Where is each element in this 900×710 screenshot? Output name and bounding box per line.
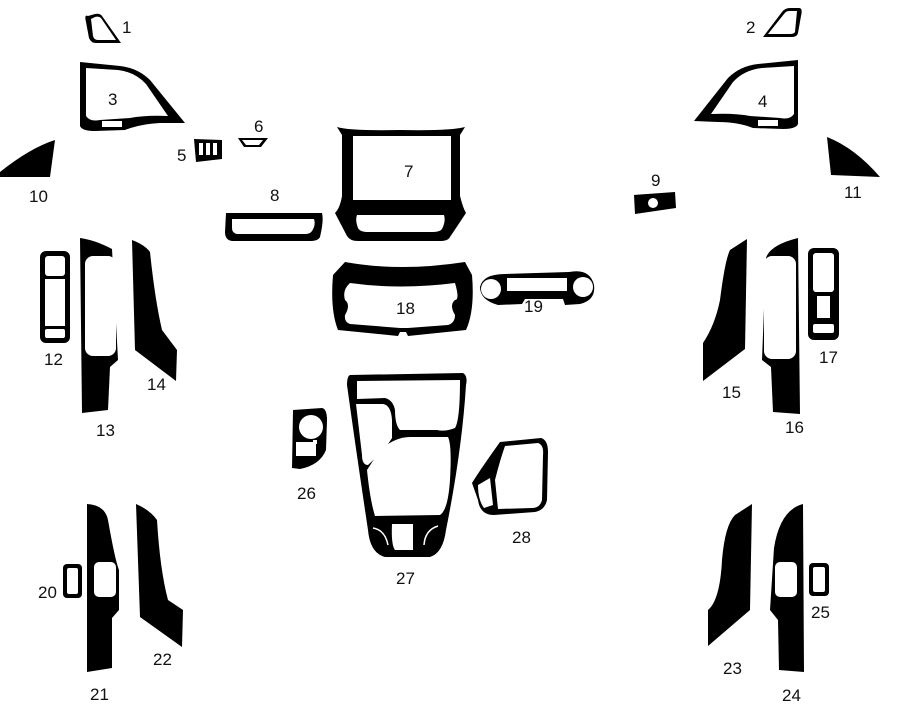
part-19-shape bbox=[480, 271, 595, 305]
part-label-6: 6 bbox=[254, 117, 264, 136]
part-label-22: 22 bbox=[153, 650, 172, 669]
part-21-shape bbox=[87, 504, 119, 672]
part-label-7: 7 bbox=[404, 162, 414, 181]
part-label-23: 23 bbox=[723, 659, 742, 678]
part-10-shape bbox=[0, 140, 55, 177]
part-label-19: 19 bbox=[524, 297, 543, 316]
part-14-shape bbox=[132, 240, 177, 381]
part-16-shape bbox=[762, 238, 800, 414]
part-5-shape bbox=[194, 139, 222, 162]
part-label-14: 14 bbox=[147, 375, 166, 394]
part-8-shape bbox=[225, 213, 323, 241]
part-label-18: 18 bbox=[396, 299, 415, 318]
part-1-shape bbox=[85, 13, 121, 43]
part-12-shape bbox=[40, 251, 70, 343]
part-label-4: 4 bbox=[758, 92, 768, 111]
part-label-27: 27 bbox=[396, 569, 415, 588]
part-11-shape bbox=[827, 137, 880, 177]
part-23-shape bbox=[708, 504, 752, 646]
part-17-shape bbox=[808, 248, 839, 340]
part-label-25: 25 bbox=[811, 603, 830, 622]
part-22-shape bbox=[136, 504, 183, 647]
part-13-shape bbox=[80, 238, 118, 413]
part-24-shape bbox=[770, 504, 804, 672]
part-4-shape bbox=[694, 60, 798, 129]
part-label-26: 26 bbox=[297, 484, 316, 503]
part-label-3: 3 bbox=[108, 90, 118, 109]
part-9-shape bbox=[634, 192, 676, 214]
part-18-shape bbox=[332, 262, 473, 336]
part-label-24: 24 bbox=[782, 686, 801, 705]
part-7-shape bbox=[335, 127, 466, 241]
part-28-shape bbox=[472, 438, 548, 515]
part-2-shape bbox=[763, 8, 802, 37]
part-label-16: 16 bbox=[785, 418, 804, 437]
part-label-21: 21 bbox=[90, 685, 109, 704]
part-25-shape bbox=[809, 563, 829, 596]
part-3-shape bbox=[80, 62, 185, 131]
part-26-shape bbox=[292, 408, 327, 469]
part-6-shape bbox=[238, 138, 268, 147]
part-label-13: 13 bbox=[96, 421, 115, 440]
part-label-12: 12 bbox=[44, 350, 63, 369]
part-15-shape bbox=[703, 239, 747, 381]
part-label-9: 9 bbox=[651, 171, 661, 190]
part-20-shape bbox=[63, 564, 82, 598]
part-label-17: 17 bbox=[819, 348, 838, 367]
part-label-11: 11 bbox=[844, 183, 862, 202]
part-label-8: 8 bbox=[270, 186, 280, 205]
part-label-28: 28 bbox=[512, 528, 531, 547]
part-label-5: 5 bbox=[177, 146, 187, 165]
part-label-10: 10 bbox=[29, 187, 48, 206]
part-27-shape bbox=[347, 373, 467, 557]
part-label-1: 1 bbox=[122, 18, 132, 37]
part-label-15: 15 bbox=[722, 383, 741, 402]
part-label-20: 20 bbox=[38, 583, 57, 602]
part-label-2: 2 bbox=[746, 18, 756, 37]
